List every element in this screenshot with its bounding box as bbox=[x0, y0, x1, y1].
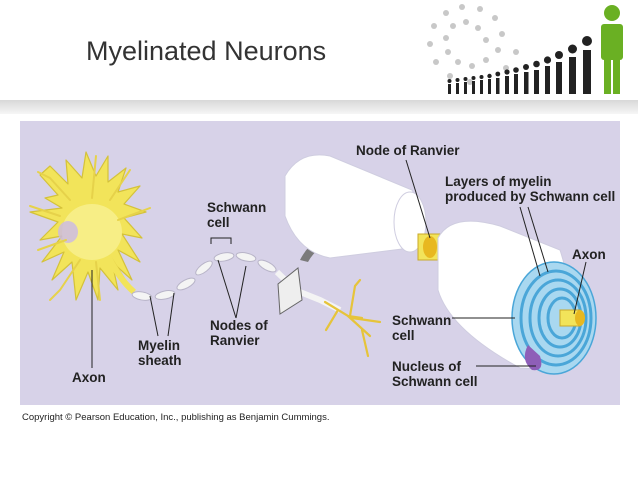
axon-hillock bbox=[105, 254, 137, 295]
slide-title: Myelinated Neurons bbox=[86, 36, 327, 66]
copyright-notice: Copyright © Pearson Education, Inc., pub… bbox=[22, 412, 330, 423]
label-node-of-ranvier: Node of Ranvier bbox=[356, 143, 460, 158]
myelin-segments bbox=[131, 252, 277, 301]
green-figure bbox=[601, 5, 623, 94]
soma bbox=[62, 204, 122, 260]
myelin-cylinder-left bbox=[284, 154, 427, 259]
section-cut bbox=[277, 267, 303, 315]
label-schwann-cell-top: Schwann cell bbox=[207, 200, 267, 230]
people-row bbox=[447, 36, 592, 94]
cell-nucleus bbox=[58, 221, 78, 243]
node-axon-cut bbox=[423, 236, 437, 258]
label-nucleus-of-schwann-cell: Nucleus of Schwann cell bbox=[392, 359, 478, 389]
people-logo bbox=[427, 4, 623, 94]
label-axon-right: Axon bbox=[572, 247, 606, 262]
label-axon-left: Axon bbox=[72, 370, 106, 385]
label-layers-of-myelin: Layers of myelin produced by Schwann cel… bbox=[445, 174, 616, 204]
axon-terminals bbox=[323, 278, 382, 358]
leader-lines bbox=[91, 159, 587, 368]
schwann-nucleus bbox=[524, 345, 542, 371]
label-myelin-sheath: Myelin sheath bbox=[138, 338, 182, 368]
label-schwann-cell-right: Schwann cell bbox=[392, 313, 452, 343]
myelin-cross-section bbox=[511, 261, 597, 375]
label-nodes-of-ranvier: Nodes of Ranvier bbox=[210, 318, 268, 348]
header-divider bbox=[0, 100, 638, 114]
